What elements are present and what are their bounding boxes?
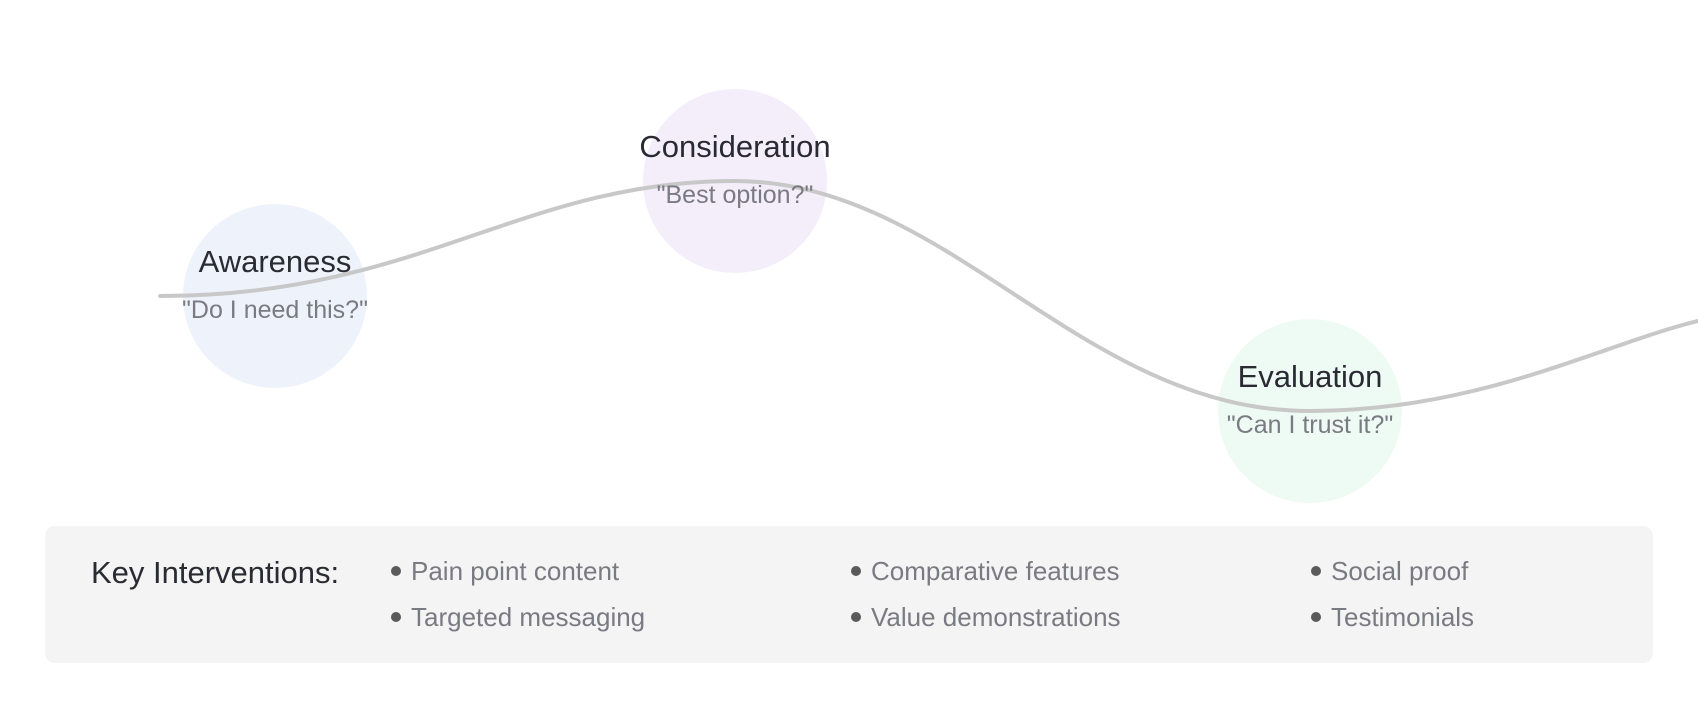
- stage-question-consideration: "Best option?": [657, 181, 814, 209]
- interventions-column-evaluation: Social proof Testimonials: [1311, 554, 1474, 646]
- intervention-item: Testimonials: [1311, 600, 1474, 646]
- bullet-icon: [391, 566, 401, 576]
- bullet-icon: [851, 566, 861, 576]
- stage-title-consideration: Consideration: [639, 129, 830, 164]
- intervention-item: Comparative features: [851, 554, 1121, 600]
- bullet-icon: [391, 612, 401, 622]
- intervention-label: Targeted messaging: [411, 602, 646, 632]
- bullet-icon: [1311, 612, 1321, 622]
- key-interventions-title: Key Interventions:: [91, 555, 340, 590]
- stage-question-awareness: "Do I need this?": [182, 296, 368, 324]
- key-interventions-panel: Key Interventions: Pain point content Ta…: [45, 526, 1653, 663]
- intervention-label: Social proof: [1331, 556, 1469, 586]
- intervention-item: Targeted messaging: [391, 600, 645, 646]
- stage-circle-awareness: [183, 204, 367, 388]
- intervention-item: Pain point content: [391, 554, 645, 600]
- bullet-icon: [1311, 566, 1321, 576]
- intervention-item: Social proof: [1311, 554, 1474, 600]
- journey-curve: [158, 178, 1698, 414]
- interventions-column-awareness: Pain point content Targeted messaging: [391, 554, 645, 646]
- intervention-label: Testimonials: [1331, 602, 1475, 632]
- stage-question-evaluation: "Can I trust it?": [1227, 411, 1393, 439]
- intervention-label: Pain point content: [411, 556, 620, 586]
- interventions-column-consideration: Comparative features Value demonstration…: [851, 554, 1121, 646]
- stage-title-evaluation: Evaluation: [1238, 359, 1383, 394]
- intervention-item: Value demonstrations: [851, 600, 1121, 646]
- intervention-label: Comparative features: [871, 556, 1120, 586]
- bullet-icon: [851, 612, 861, 622]
- stage-title-awareness: Awareness: [199, 244, 352, 279]
- intervention-label: Value demonstrations: [871, 602, 1121, 632]
